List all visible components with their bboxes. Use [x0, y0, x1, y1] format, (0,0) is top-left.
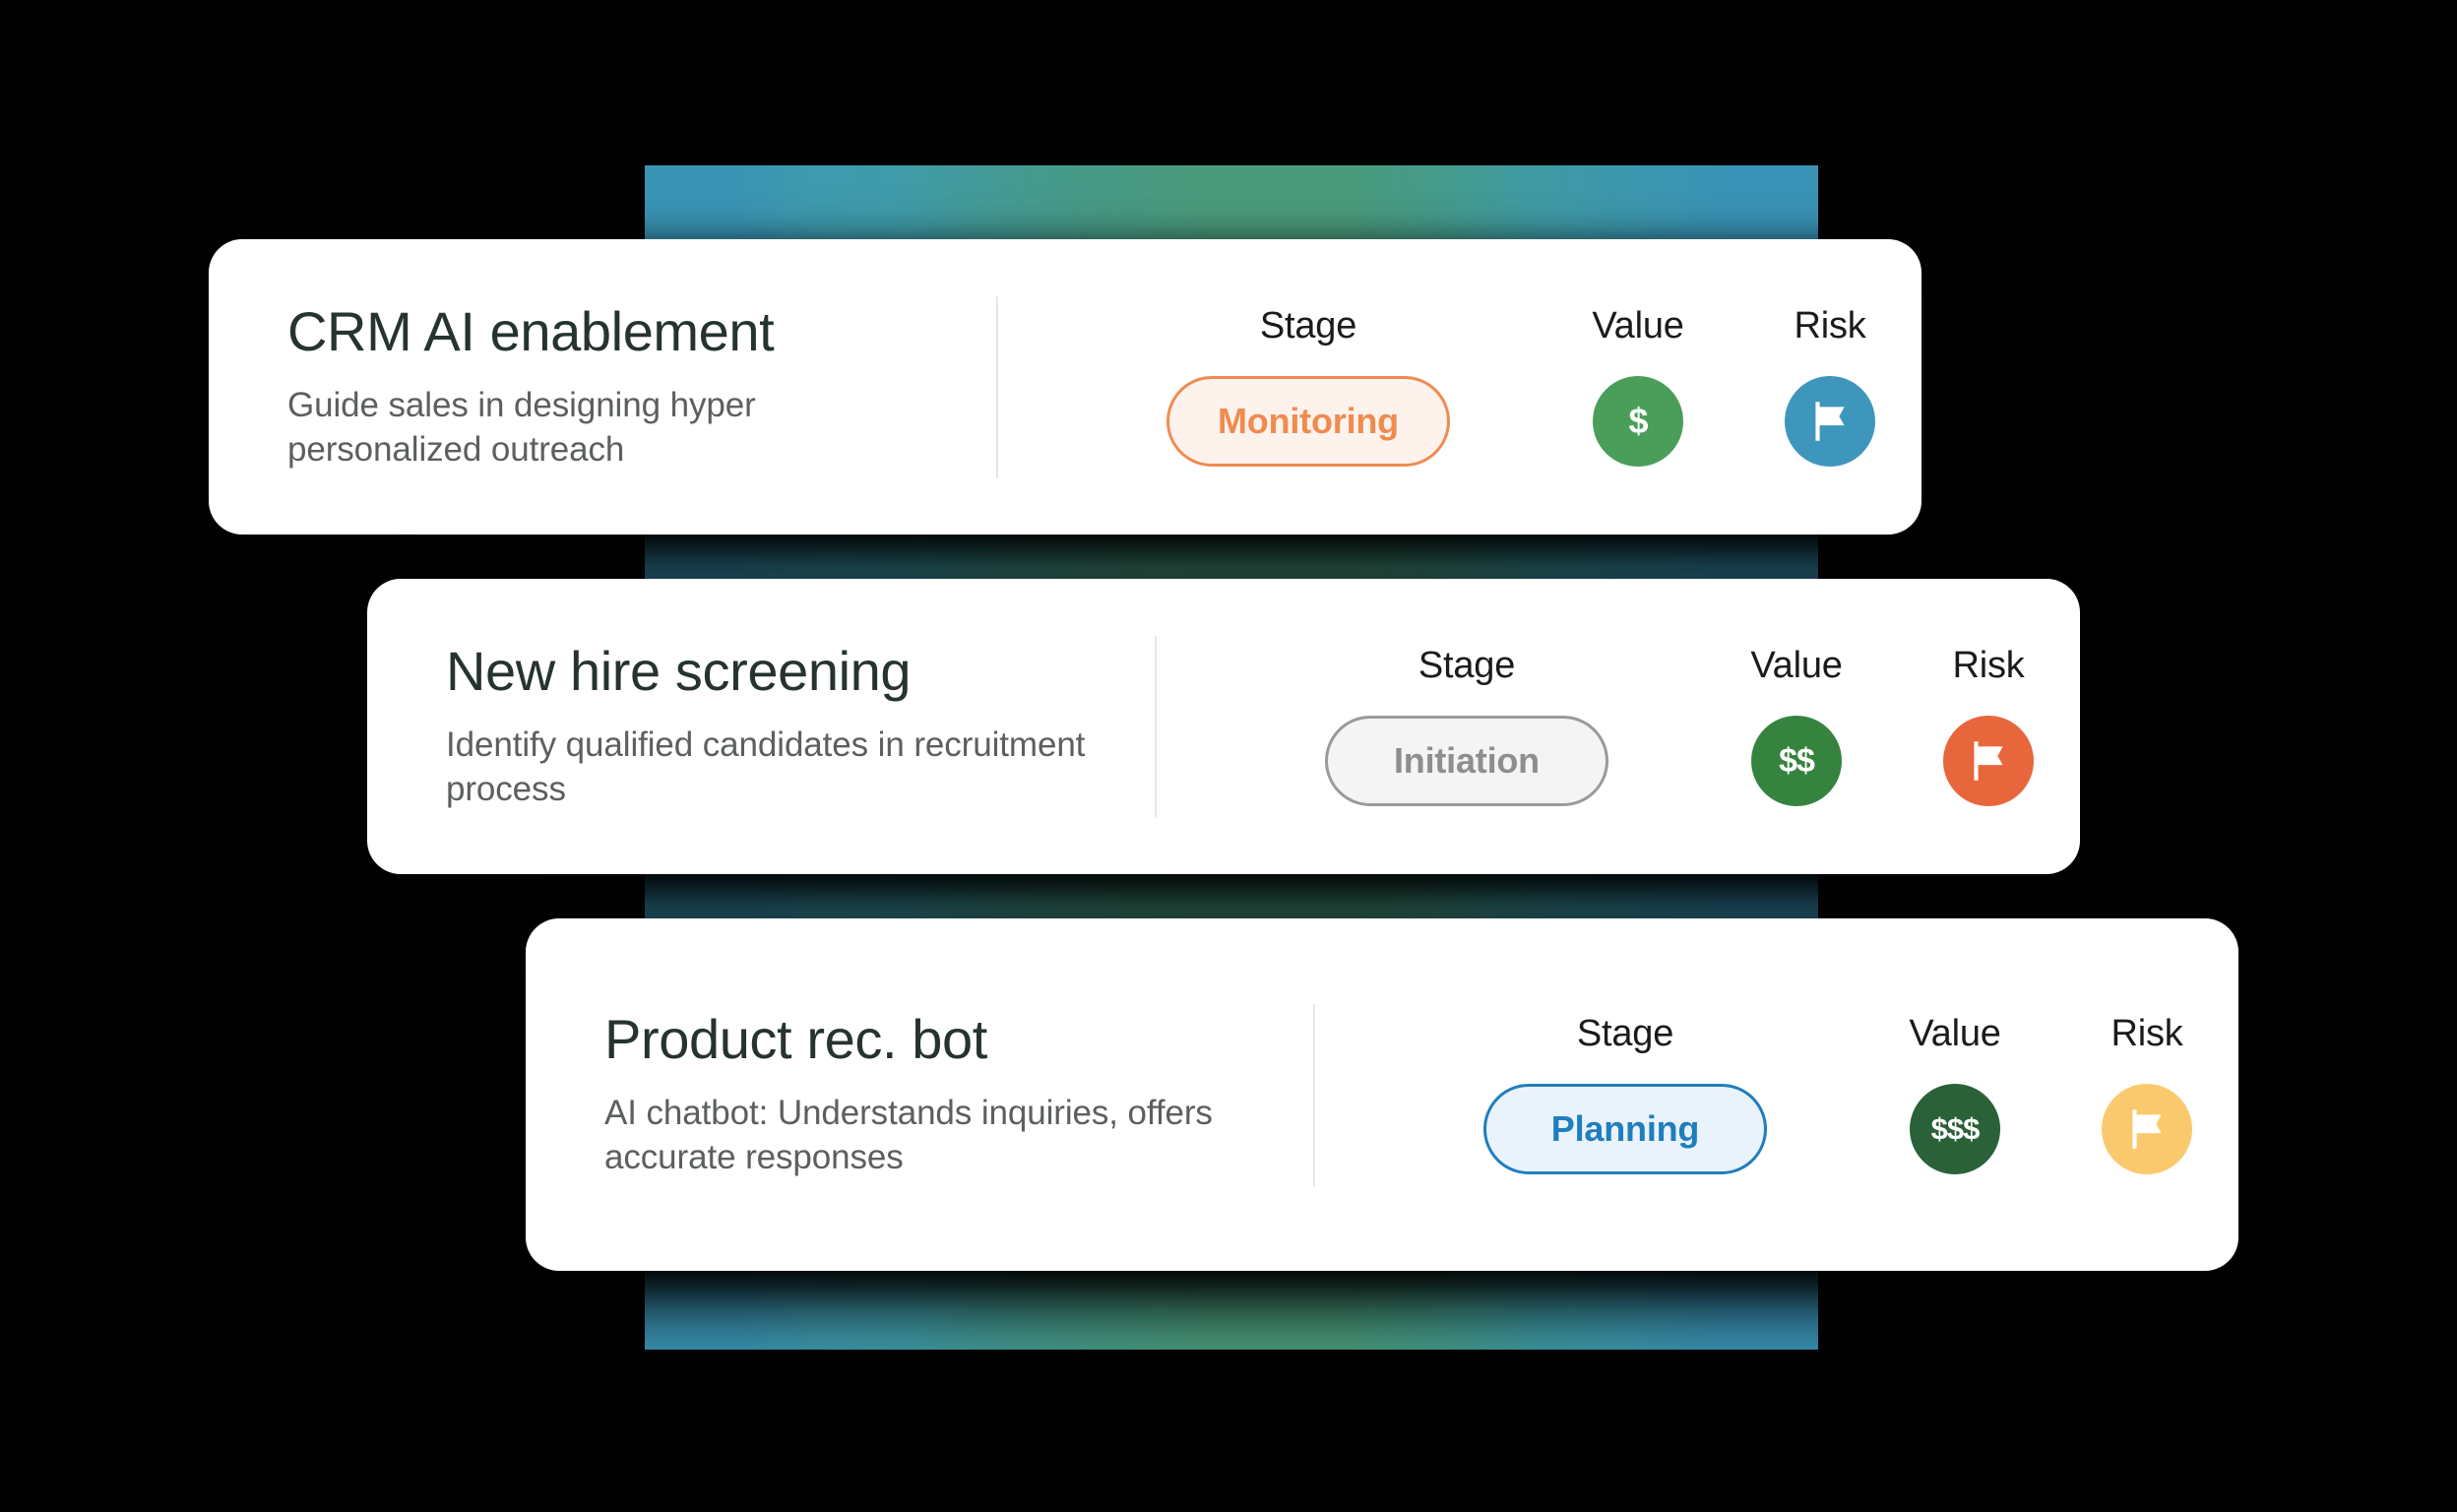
value-label: Value — [1750, 645, 1843, 686]
risk-label: Risk — [1794, 305, 1866, 346]
card-divider — [996, 295, 998, 478]
stage-label: Stage — [1259, 305, 1357, 346]
card-description: Guide sales in designing hyper personali… — [287, 386, 756, 469]
card-metrics: Stage Monitoring Value $ Risk — [1008, 307, 2002, 467]
risk-label: Risk — [2110, 1013, 2183, 1054]
metric-value: Value $$$ — [1857, 1015, 2053, 1174]
risk-badge[interactable] — [2102, 1084, 2192, 1174]
metric-value: Value $ — [1540, 307, 1736, 467]
stage-badge[interactable]: Planning — [1483, 1084, 1767, 1174]
flag-icon — [2132, 1109, 2162, 1149]
stage-label: Stage — [1418, 645, 1516, 686]
card-title: CRM AI enablement — [287, 300, 775, 363]
card-text-block: CRM AI enablement Guide sales in designi… — [209, 301, 996, 472]
card-description: Identify qualified candidates in recruit… — [446, 725, 1086, 808]
risk-badge[interactable] — [1785, 376, 1875, 467]
metric-risk: Risk — [1736, 307, 1923, 467]
card-title: Product rec. bot — [604, 1008, 987, 1071]
metric-risk: Risk — [2053, 1015, 2240, 1174]
flag-icon — [1974, 741, 2003, 781]
card-text-block: New hire screening Identify qualified ca… — [367, 641, 1155, 811]
card-title: New hire screening — [446, 640, 912, 703]
stage-badge[interactable]: Monitoring — [1166, 376, 1450, 467]
initiative-card[interactable]: CRM AI enablement Guide sales in designi… — [209, 239, 1922, 535]
metric-value: Value $$ — [1698, 647, 1895, 806]
metric-stage: Stage Monitoring — [1077, 307, 1540, 467]
value-label: Value — [1592, 305, 1684, 346]
initiative-card[interactable]: New hire screening Identify qualified ca… — [367, 579, 2080, 874]
flag-icon — [1815, 402, 1845, 441]
card-metrics: Stage Initiation Value $$ Risk — [1166, 647, 2161, 806]
value-badge[interactable]: $$ — [1751, 716, 1842, 806]
card-divider — [1155, 635, 1157, 818]
risk-label: Risk — [1952, 645, 2025, 686]
stage-label: Stage — [1576, 1013, 1674, 1054]
card-text-block: Product rec. bot AI chatbot: Understands… — [526, 1009, 1313, 1179]
metric-risk: Risk — [1895, 647, 2082, 806]
card-description: AI chatbot: Understands inquiries, offer… — [604, 1094, 1213, 1176]
value-badge[interactable]: $ — [1593, 376, 1683, 467]
metric-stage: Stage Planning — [1394, 1015, 1857, 1174]
card-metrics: Stage Planning Value $$$ Risk — [1325, 1015, 2319, 1174]
value-label: Value — [1909, 1013, 2001, 1054]
initiative-card[interactable]: Product rec. bot AI chatbot: Understands… — [526, 918, 2238, 1271]
risk-badge[interactable] — [1943, 716, 2034, 806]
stage-badge[interactable]: Initiation — [1325, 716, 1608, 806]
metric-stage: Stage Initiation — [1235, 647, 1698, 806]
card-divider — [1313, 1003, 1315, 1186]
value-badge[interactable]: $$$ — [1910, 1084, 2000, 1174]
